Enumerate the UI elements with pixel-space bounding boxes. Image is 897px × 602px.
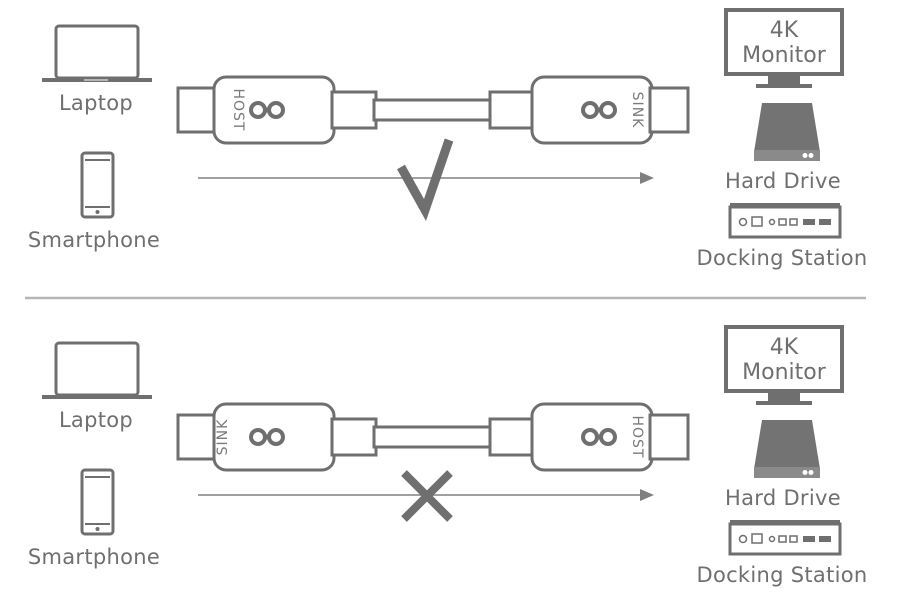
plug-label-right: HOST [629, 416, 645, 459]
wire [372, 425, 494, 449]
usb-logo-left-icon [249, 428, 285, 446]
laptop-icon [42, 341, 152, 399]
hard-drive-icon [754, 420, 820, 478]
monitor-label-line2: Monitor [742, 360, 827, 385]
monitor-icon [724, 325, 844, 405]
laptop-label: Laptop [59, 408, 133, 432]
hard-drive-label: Hard Drive [725, 169, 841, 193]
strain-relief-right [488, 417, 536, 457]
laptop-icon [42, 24, 152, 82]
hard-drive-icon [754, 103, 820, 161]
smartphone-icon [80, 151, 115, 219]
plug-body-left [212, 402, 336, 472]
plug-tip-right [648, 413, 690, 461]
cable [176, 402, 690, 472]
strain-relief-left [330, 417, 378, 457]
monitor-icon [724, 8, 844, 88]
plug-tip-left [176, 86, 218, 134]
monitor-label-line1: 4K [770, 335, 799, 360]
smartphone-icon [80, 468, 115, 536]
strain-relief-right [488, 90, 536, 130]
smartphone-label: Smartphone [28, 545, 160, 569]
cross-icon [401, 470, 453, 522]
panel-bottom: Laptop Smartphone SIN [28, 325, 867, 587]
plug-tip-right [648, 86, 690, 134]
plug-tip-left [176, 413, 218, 461]
check-icon [397, 138, 454, 221]
docking-station-label: Docking Station [696, 563, 867, 587]
plug-label-left: HOST [230, 89, 246, 132]
docking-station-label: Docking Station [696, 246, 867, 270]
monitor-label-line2: Monitor [742, 43, 827, 68]
strain-relief-left [330, 90, 378, 130]
monitor-label-line1: 4K [770, 18, 799, 43]
docking-station-icon [728, 203, 842, 239]
smartphone-label: Smartphone [28, 228, 160, 252]
usb-logo-right-icon [581, 428, 617, 446]
laptop-label: Laptop [59, 91, 133, 115]
plug-label-right: SINK [629, 92, 645, 129]
usb-logo-right-icon [581, 101, 617, 119]
hard-drive-label: Hard Drive [725, 486, 841, 510]
plug-label-left: SINK [215, 419, 231, 456]
docking-station-icon [728, 520, 842, 556]
wire [372, 98, 494, 122]
cable [176, 75, 690, 145]
panel-top: Laptop Smartphone [28, 8, 867, 270]
usb-logo-left-icon [249, 101, 285, 119]
